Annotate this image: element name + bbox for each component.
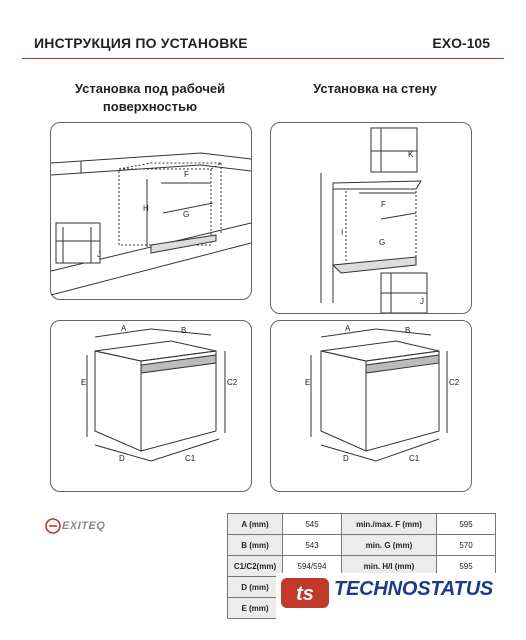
spec-key: D (mm) bbox=[227, 576, 283, 598]
section-title-wall: Установка на стену bbox=[313, 81, 437, 96]
spec-value: 595 bbox=[436, 513, 496, 535]
label-f-wall: F bbox=[381, 200, 386, 209]
oven-dimensions-drawing-right: A B E C2 D C1 bbox=[305, 324, 460, 463]
spec-value: 570 bbox=[436, 534, 496, 556]
spec-value: 545 bbox=[282, 513, 342, 535]
label-g: G bbox=[183, 210, 189, 219]
spec-value: 543 bbox=[282, 534, 342, 556]
label-k: K bbox=[408, 150, 414, 159]
section-title-under-counter: Установка под рабочей поверхностью bbox=[74, 81, 226, 114]
header-divider bbox=[22, 58, 504, 59]
label-c2-right: C2 bbox=[449, 378, 460, 387]
under-counter-drawing: F G H J bbox=[51, 152, 251, 296]
table-row: B (mm) 543 min. G (mm) 570 bbox=[227, 534, 496, 556]
wall-drawing: K F I G J bbox=[320, 127, 428, 313]
oven-dimensions-drawing-left: A B E C2 D C1 bbox=[81, 324, 238, 463]
label-a: A bbox=[121, 324, 127, 333]
spec-key: A (mm) bbox=[227, 513, 283, 535]
spec-key: B (mm) bbox=[227, 534, 283, 556]
label-c1: C1 bbox=[185, 454, 196, 463]
label-d-right: D bbox=[343, 454, 349, 463]
spec-key: C1/C2(mm) bbox=[227, 555, 283, 577]
diagram-oven-dimensions-right: A B E C2 D C1 bbox=[270, 320, 472, 492]
label-c2: C2 bbox=[227, 378, 238, 387]
label-b: B bbox=[181, 326, 186, 335]
spec-key: E (mm) bbox=[227, 597, 283, 619]
label-a-right: A bbox=[345, 324, 351, 333]
technostatus-logo-text: TECHNOSTATUS bbox=[334, 578, 494, 600]
label-c1-right: C1 bbox=[409, 454, 420, 463]
page-title: ИНСТРУКЦИЯ ПО УСТАНОВКЕ bbox=[34, 35, 248, 51]
label-h: H bbox=[143, 204, 149, 213]
exiteq-logo-icon bbox=[45, 518, 61, 534]
label-j: J bbox=[97, 250, 101, 259]
table-row: A (mm) 545 min./max. F (mm) 595 bbox=[227, 513, 496, 535]
label-g-wall: G bbox=[379, 238, 385, 247]
diagram-wall: K F I G J bbox=[270, 122, 472, 314]
label-e-right: E bbox=[305, 378, 310, 387]
technostatus-mark-text: ts bbox=[296, 583, 314, 605]
diagram-oven-dimensions-left: A B E C2 D C1 bbox=[50, 320, 252, 492]
label-f: F bbox=[184, 170, 189, 179]
spec-key: min./max. F (mm) bbox=[341, 513, 437, 535]
label-i: I bbox=[341, 228, 343, 237]
label-e: E bbox=[81, 378, 86, 387]
model-number: EXO-105 bbox=[432, 35, 490, 51]
spec-key: min. G (mm) bbox=[341, 534, 437, 556]
label-j-wall: J bbox=[420, 297, 424, 306]
exiteq-logo-text: EXITEQ bbox=[62, 520, 106, 532]
technostatus-mark-icon: ts bbox=[281, 578, 329, 608]
diagram-under-counter: F G H J bbox=[50, 122, 252, 300]
label-d: D bbox=[119, 454, 125, 463]
label-b-right: B bbox=[405, 326, 410, 335]
